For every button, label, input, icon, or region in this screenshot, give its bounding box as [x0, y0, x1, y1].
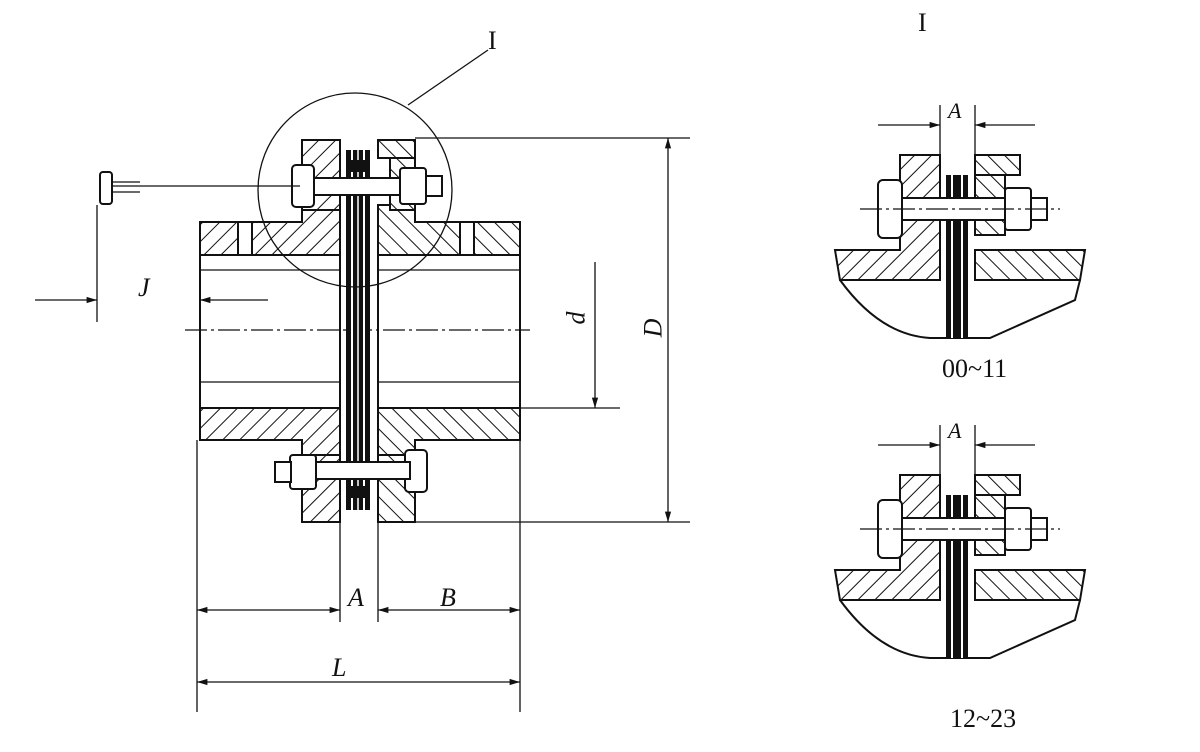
lower-bolt — [274, 449, 428, 498]
detail-circle — [257, 92, 453, 288]
main-view — [35, 49, 690, 712]
detail-2-caption: 12~23 — [950, 704, 1017, 733]
dim-A-label: A — [348, 583, 364, 612]
dim-J-label: J — [138, 273, 150, 302]
detail-view-00-11 — [833, 105, 1087, 339]
detail-callout-label: I — [488, 26, 497, 55]
left-hub — [199, 254, 341, 409]
dim-D-label: D — [638, 318, 668, 338]
detail-1-caption: 00~11 — [942, 354, 1008, 383]
dim-B-label: B — [440, 583, 456, 612]
dim-d-label: d — [561, 311, 591, 325]
detail-1-dim-A: A — [948, 98, 962, 123]
dim-L-label: L — [332, 653, 347, 682]
detail-2-dim-A: A — [948, 418, 962, 443]
removed-bolt — [99, 171, 300, 205]
right-hub — [377, 254, 521, 409]
detail-title: I — [918, 8, 927, 37]
upper-bolt — [291, 160, 443, 208]
detail-view-12-23 — [835, 425, 1085, 658]
